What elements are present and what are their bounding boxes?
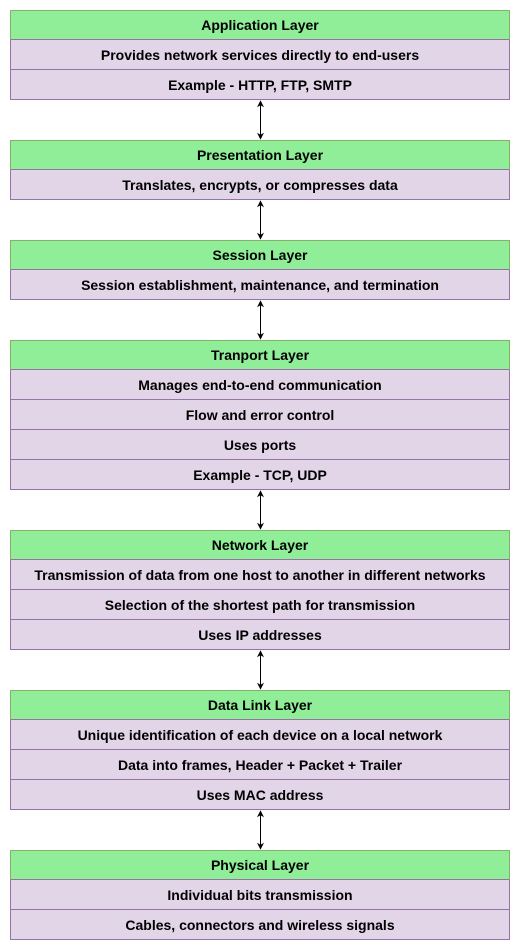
layer-item: Uses MAC address: [10, 780, 510, 810]
layer-item: Cables, connectors and wireless signals: [10, 910, 510, 940]
layer-item: Uses ports: [10, 430, 510, 460]
layer-item: Session establishment, maintenance, and …: [10, 270, 510, 300]
layer-presentation: Presentation Layer Translates, encrypts,…: [10, 140, 510, 200]
layer-item: Individual bits transmission: [10, 880, 510, 910]
layer-item: Translates, encrypts, or compresses data: [10, 170, 510, 200]
layer-title: Data Link Layer: [10, 690, 510, 720]
layer-title: Network Layer: [10, 530, 510, 560]
layer-item: Uses IP addresses: [10, 620, 510, 650]
layer-item: Example - TCP, UDP: [10, 460, 510, 490]
layer-item: Manages end-to-end communication: [10, 370, 510, 400]
layer-data-link: Data Link Layer Unique identification of…: [10, 690, 510, 810]
layer-item: Provides network services directly to en…: [10, 40, 510, 70]
layer-item: Selection of the shortest path for trans…: [10, 590, 510, 620]
layer-title: Application Layer: [10, 10, 510, 40]
layer-item: Data into frames, Header + Packet + Trai…: [10, 750, 510, 780]
layer-title: Physical Layer: [10, 850, 510, 880]
layer-item: Unique identification of each device on …: [10, 720, 510, 750]
layer-item: Flow and error control: [10, 400, 510, 430]
layer-title: Presentation Layer: [10, 140, 510, 170]
layer-session: Session Layer Session establishment, mai…: [10, 240, 510, 300]
layer-title: Session Layer: [10, 240, 510, 270]
layer-physical: Physical Layer Individual bits transmiss…: [10, 850, 510, 940]
layer-application: Application Layer Provides network servi…: [10, 10, 510, 100]
layer-transport: Tranport Layer Manages end-to-end commun…: [10, 340, 510, 490]
layer-title: Tranport Layer: [10, 340, 510, 370]
layer-item: Transmission of data from one host to an…: [10, 560, 510, 590]
layer-network: Network Layer Transmission of data from …: [10, 530, 510, 650]
layer-item: Example - HTTP, FTP, SMTP: [10, 70, 510, 100]
